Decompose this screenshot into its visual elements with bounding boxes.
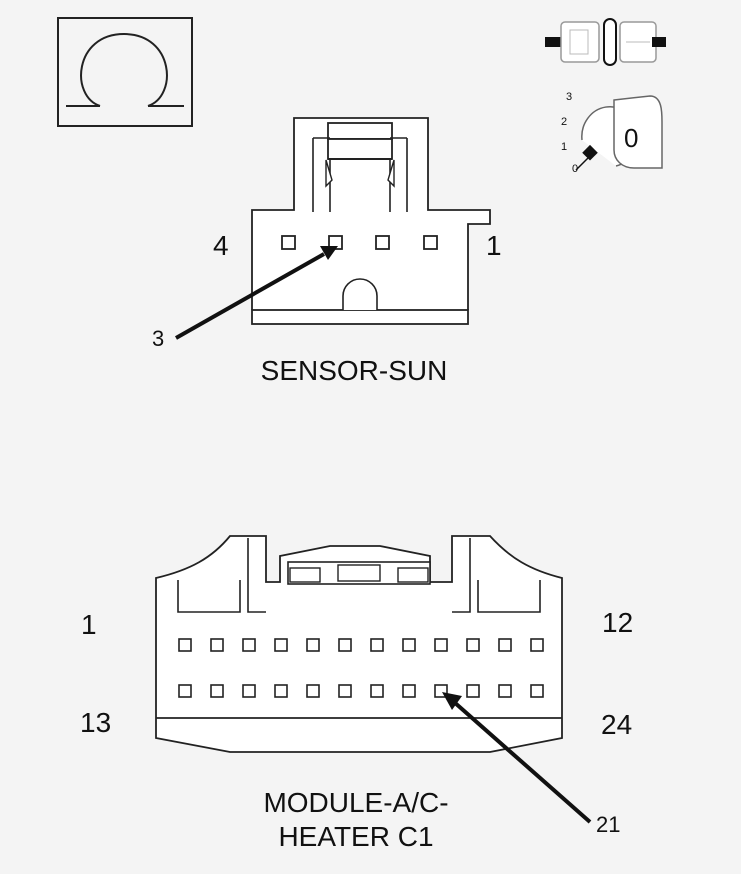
module-pin-24-label: 24 <box>601 709 632 740</box>
module-pin-12-label: 12 <box>602 607 633 638</box>
module-pin-cavity <box>466 684 480 698</box>
module-pin-13-label: 13 <box>80 707 111 738</box>
module-pin-cavity <box>402 684 416 698</box>
ignition-position-1: 1 <box>561 141 567 153</box>
module-title-line1: MODULE-A/C- <box>263 787 448 818</box>
module-pin-cavity <box>242 638 256 652</box>
module-pin-cavity <box>178 684 192 698</box>
sensor-sun-pin-cavities <box>281 235 438 250</box>
module-pin-cavity <box>242 684 256 698</box>
module-ac-heater-connector: 1 12 13 24 21 MODULE-A/C- HEATER C1 <box>80 535 633 852</box>
ignition-position-0: 0 <box>572 163 578 175</box>
sensor-sun-pin-cavity <box>281 235 296 250</box>
ignition-position-2: 2 <box>561 116 567 128</box>
sensor-sun-pin-cavity <box>423 235 438 250</box>
ohmmeter-icon: Ω <box>57 17 193 127</box>
module-pin-cavity <box>210 684 224 698</box>
module-pin-cavities <box>178 638 544 698</box>
sensor-sun-pin-right-label: 1 <box>486 230 502 261</box>
module-pin-cavity <box>274 638 288 652</box>
sensor-sun-latch <box>327 122 393 140</box>
sensor-sun-key <box>342 278 378 310</box>
module-pin-cavity <box>466 638 480 652</box>
module-pin-cavity <box>274 684 288 698</box>
ignition-current-position: 0 <box>624 123 638 153</box>
sensor-sun-pin-left-label: 4 <box>213 230 229 261</box>
sensor-sun-connector: 4 1 3 SENSOR-SUN <box>152 117 502 386</box>
module-pin-cavity <box>210 638 224 652</box>
module-pin-cavity <box>530 638 544 652</box>
module-callout-arrow <box>452 700 592 824</box>
module-pin-cavity <box>178 638 192 652</box>
module-pin-cavity <box>498 638 512 652</box>
module-pin-cavity <box>498 684 512 698</box>
connector-disconnect-icon <box>545 18 666 66</box>
sensor-sun-pin-cavity <box>375 235 390 250</box>
module-pin-1-label: 1 <box>81 609 97 640</box>
module-callout-pin-label: 21 <box>596 812 620 837</box>
module-pin-cavity <box>370 684 384 698</box>
sensor-sun-title: SENSOR-SUN <box>261 355 448 386</box>
module-pin-cavity <box>530 684 544 698</box>
ignition-position-3: 3 <box>566 91 572 103</box>
sensor-sun-callout-arrow <box>175 252 325 340</box>
module-pin-cavity <box>402 638 416 652</box>
module-pin-cavity <box>306 684 320 698</box>
module-pin-cavity <box>434 638 448 652</box>
module-title-line2: HEATER C1 <box>278 821 433 852</box>
sensor-sun-callout-pin-label: 3 <box>152 326 164 351</box>
module-pin-cavity <box>338 638 352 652</box>
module-pin-cavity <box>306 638 320 652</box>
ignition-switch-icon: 3 2 1 0 0 <box>561 91 663 175</box>
module-pin-cavity <box>338 684 352 698</box>
module-pin-cavity <box>370 638 384 652</box>
